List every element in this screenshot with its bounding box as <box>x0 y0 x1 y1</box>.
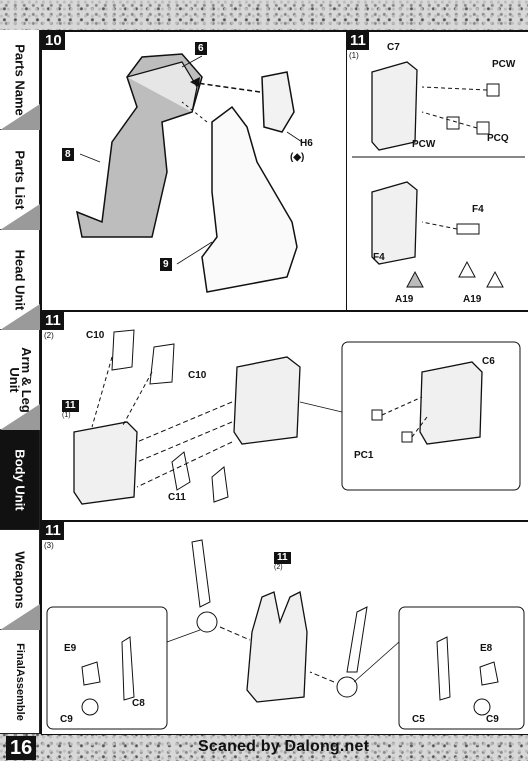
tab-parts-name[interactable]: Parts Name <box>0 30 40 130</box>
part-label: C10 <box>86 330 105 341</box>
part-label: A19 <box>463 294 482 305</box>
ref-substep-label: (1) <box>62 412 71 419</box>
part-label: F4 <box>472 204 484 215</box>
ref-step-number: 11 <box>274 552 291 564</box>
part-label: E8 <box>480 643 493 654</box>
part-label: PC1 <box>354 450 374 461</box>
step-10-illustration <box>75 53 303 293</box>
part-label: PCW <box>492 59 516 70</box>
part-label: C7 <box>387 42 400 53</box>
tab-final-assemble[interactable]: FinalAssemble <box>0 630 40 734</box>
ref-step-number: 11 <box>62 400 79 412</box>
tab-notch <box>0 604 40 630</box>
substep-label: (3) <box>44 541 54 550</box>
page-number: 16 <box>6 736 37 760</box>
step-11-1-panel: 11 (1) C7 PCW PCW PCQ F4 F4 A19 A19 <box>346 31 528 311</box>
tab-notch <box>0 304 40 330</box>
instruction-area: 10 6 8 H6 (◆) 9 11 (1) <box>40 30 528 735</box>
part-label: 6 <box>195 42 207 55</box>
substep-label: (2) <box>44 331 54 340</box>
step-10-panel: 10 6 8 H6 (◆) 9 <box>41 31 347 311</box>
step-number: 11 <box>42 522 64 540</box>
step-number: 11 <box>347 32 369 50</box>
part-label: PCW <box>412 139 436 150</box>
step-11-3-illustration <box>46 539 525 730</box>
tab-arm-leg-unit[interactable]: Arm & Leg Unit <box>0 330 40 430</box>
step-number: 11 <box>42 312 64 330</box>
sidebar: Parts Name Parts List Head Unit Arm & Le… <box>0 30 40 734</box>
substep-label: (1) <box>349 51 359 60</box>
part-label: C8 <box>132 698 145 709</box>
step-11-1-illustration <box>352 61 525 288</box>
part-label: C6 <box>482 356 495 367</box>
step-11-3-panel: 11 (3) 11 (2) E9 C8 C9 E8 C5 C9 <box>41 521 528 735</box>
tab-head-unit[interactable]: Head Unit <box>0 230 40 330</box>
part-label: C11 <box>168 492 186 503</box>
part-label: C9 <box>486 714 499 725</box>
step-11-2-illustration <box>73 329 521 505</box>
tab-label: FinalAssemble <box>13 642 26 721</box>
part-label: 8 <box>62 148 74 161</box>
tab-label: Body Unit <box>12 448 27 511</box>
rotate-icon: (◆) <box>290 152 305 163</box>
tab-label: Parts List <box>12 149 27 210</box>
tab-weapons[interactable]: Weapons <box>0 530 40 630</box>
tab-body-unit[interactable]: Body Unit <box>0 430 40 530</box>
scan-credit: Scaned by Dalong.net <box>198 738 370 755</box>
tab-notch <box>0 104 40 130</box>
ref-substep-label: (2) <box>274 564 283 571</box>
tab-notch <box>0 204 40 230</box>
part-label: A19 <box>395 294 414 305</box>
step-11-2-panel: 11 (2) 11 (1) C10 C10 C11 C6 PC1 <box>41 311 528 521</box>
tab-notch <box>0 404 40 430</box>
part-label: H6 <box>300 138 313 149</box>
tab-parts-list[interactable]: Parts List <box>0 130 40 230</box>
tab-label: Weapons <box>12 550 27 609</box>
part-label: 9 <box>160 258 172 271</box>
step-number: 10 <box>42 32 65 50</box>
tab-label: Head Unit <box>12 249 27 310</box>
part-label: PCQ <box>487 133 509 144</box>
part-label: C5 <box>412 714 425 725</box>
part-label: C9 <box>60 714 73 725</box>
part-label: E9 <box>64 643 77 654</box>
part-label: F4 <box>373 252 385 263</box>
part-label: C10 <box>188 370 207 381</box>
